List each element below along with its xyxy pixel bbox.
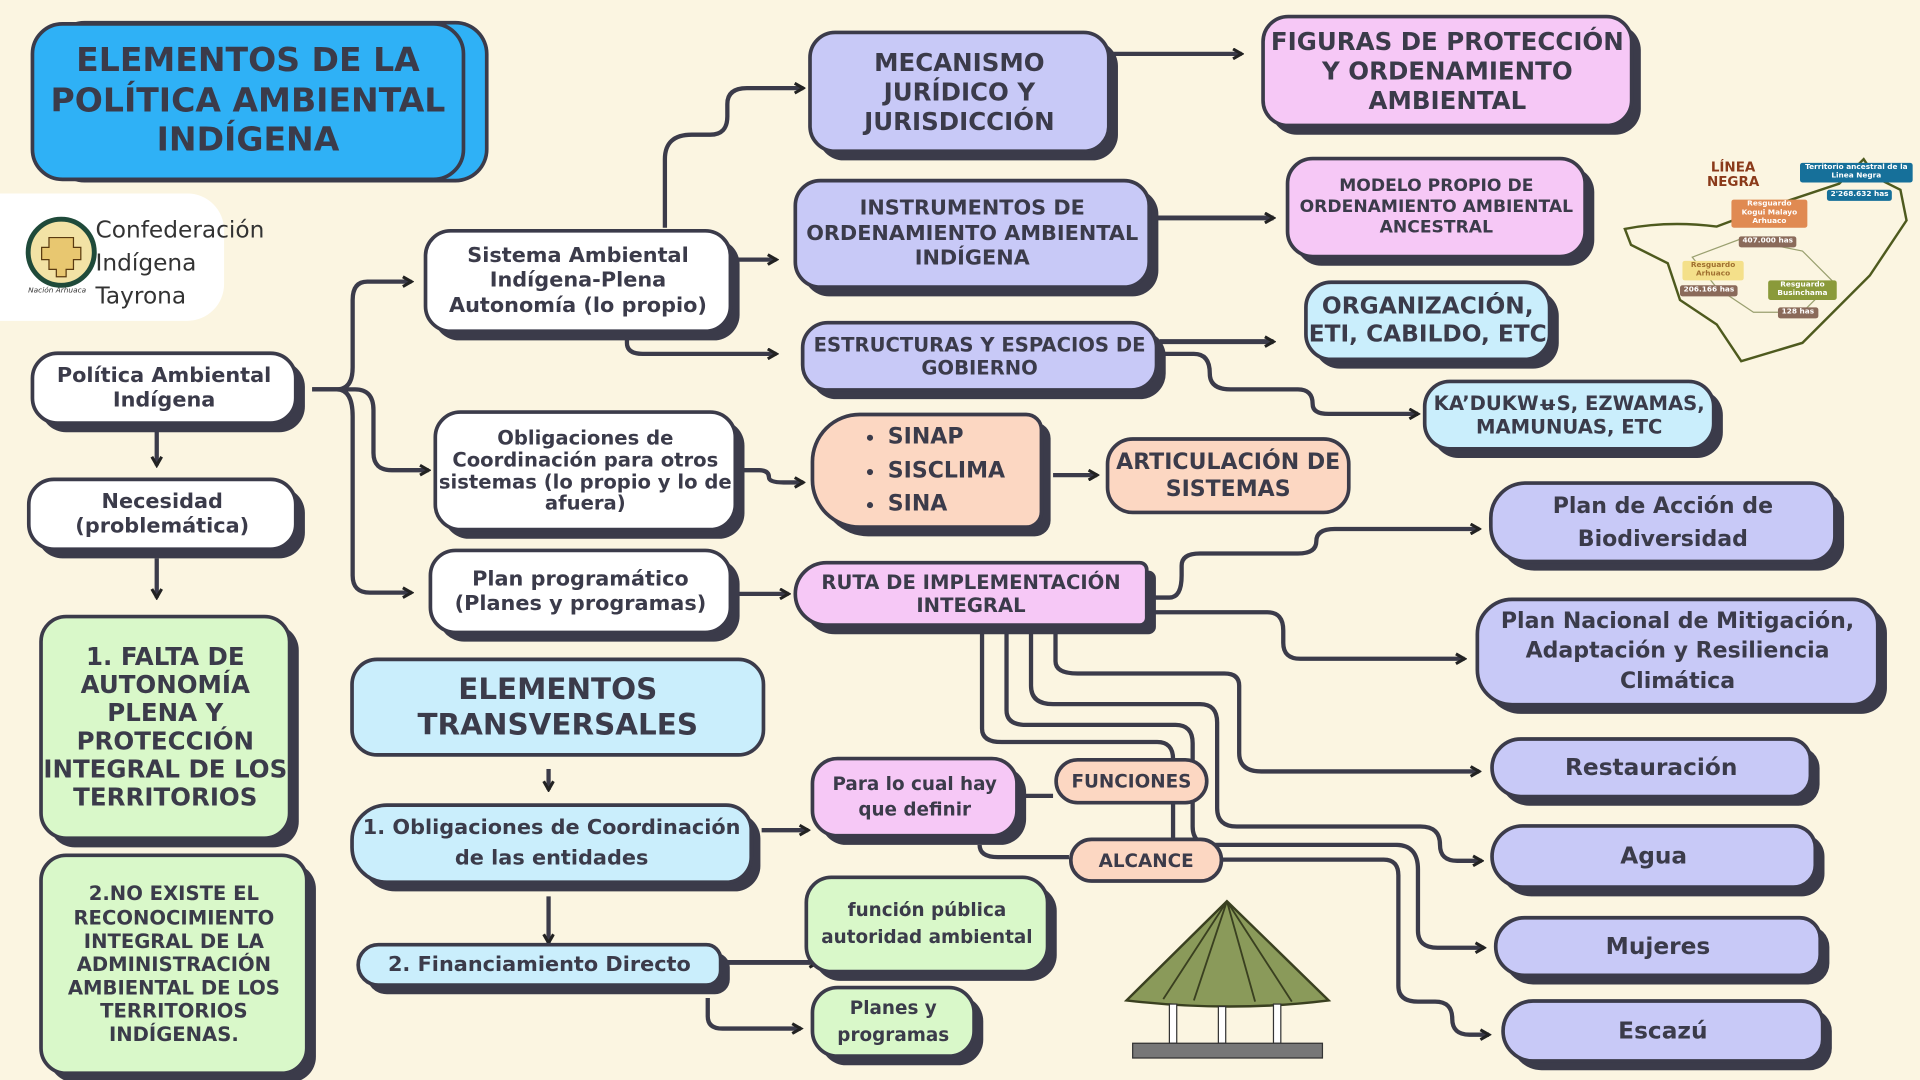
system-item: SINAP xyxy=(888,420,1005,454)
logo-line2: Indígena xyxy=(95,249,197,277)
systems-list: SINAP SISCLIMA SINA xyxy=(814,420,1005,522)
box-label: KA’DUKWʉS, EZWAMAS, MAMUNUAS, ETC xyxy=(1433,391,1705,439)
box-label: Para lo cual hay que definir xyxy=(832,772,997,821)
necesidad-box: Necesidad (problemática) xyxy=(26,477,298,552)
figuras-box: FIGURAS DE PROTECCIÓN Y ORDENAMIENTO AMB… xyxy=(1261,14,1634,128)
box-label: FIGURAS DE PROTECCIÓN Y ORDENAMIENTO AMB… xyxy=(1270,26,1624,116)
box-label: Plan de Acción de Biodiversidad xyxy=(1552,492,1774,552)
box-label: ALCANCE xyxy=(1098,849,1194,872)
obligaciones-entidades-box: 1. Obligaciones de Coordinación de las e… xyxy=(350,803,754,885)
logo-caption: Nación Arhuaca xyxy=(28,286,87,296)
ruta-item-restauracion: Restauración xyxy=(1490,737,1813,799)
sistema-ambiental-box: Sistema Ambiental Indígena-Plena Autonom… xyxy=(423,228,733,334)
box-label: 1. FALTA DE AUTONOMÍA PLENA Y PROTECCIÓN… xyxy=(43,641,288,812)
map-arhuaco-label: Resguardo Arhuaco xyxy=(1682,260,1744,281)
map-outline-icon xyxy=(1623,157,1908,363)
map-territorio-area: 2'268.632 has xyxy=(1826,189,1893,201)
box-label: Mujeres xyxy=(1605,932,1711,960)
ruta-implementacion-box: RUTA DE IMPLEMENTACIÓN INTEGRAL xyxy=(793,560,1149,627)
funciones-box: FUNCIONES xyxy=(1054,757,1209,805)
box-label: Obligaciones de Coordinación para otros … xyxy=(438,426,732,515)
ruta-item-mitigacion: Plan Nacional de Mitigación, Adaptación … xyxy=(1475,597,1880,707)
estructuras-box: ESTRUCTURAS Y ESPACIOS DE GOBIERNO xyxy=(800,320,1159,392)
box-label: ORGANIZACIÓN, ETI, CABILDO, ETC xyxy=(1308,292,1547,348)
hut-illustration xyxy=(1123,899,1332,1059)
box-label: Plan programático (Planes y programas) xyxy=(454,566,707,616)
map-arhuaco-area: 206.166 has xyxy=(1680,285,1738,297)
map-territorio-label: Territorio ancestral de la Linea Negra xyxy=(1800,162,1913,183)
map-title: NEGRA xyxy=(1706,173,1760,190)
box-label: ARTICULACIÓN DE SISTEMAS xyxy=(1116,449,1341,502)
box-label: 2.NO EXISTE EL RECONOCIMIENTO INTEGRAL D… xyxy=(67,882,280,1047)
box-label: Sistema Ambiental Indígena-Plena Autonom… xyxy=(448,243,707,318)
box-label: función pública autoridad ambiental xyxy=(821,899,1033,948)
obligaciones-coordinacion-box: Obligaciones de Coordinación para otros … xyxy=(433,410,738,532)
elementos-transversales-box: ELEMENTOS TRANSVERSALES xyxy=(350,657,766,757)
ruta-item-mujeres: Mujeres xyxy=(1493,915,1823,978)
box-label: INSTRUMENTOS DE ORDENAMIENTO AMBIENTAL I… xyxy=(806,196,1139,271)
arhuaco-emblem-icon xyxy=(25,216,97,288)
page-title: ELEMENTOS DE LA POLÍTICA AMBIENTAL INDÍG… xyxy=(30,22,466,182)
box-label: ESTRUCTURAS Y ESPACIOS DE GOBIERNO xyxy=(813,332,1146,380)
box-label: 2. Financiamiento Directo xyxy=(387,952,691,977)
ruta-item-escazu: Escazú xyxy=(1501,999,1825,1063)
title-text: ELEMENTOS DE LA POLÍTICA AMBIENTAL INDÍG… xyxy=(50,42,446,160)
box-label: 1. Obligaciones de Coordinación de las e… xyxy=(362,814,741,871)
planes-programas-box: Planes y programas xyxy=(810,985,976,1058)
box-label: RUTA DE IMPLEMENTACIÓN INTEGRAL xyxy=(821,570,1121,618)
organizacion-box: ORGANIZACIÓN, ETI, CABILDO, ETC xyxy=(1304,280,1552,362)
box-label: Agua xyxy=(1620,842,1688,870)
sistemas-list-box: SINAP SISCLIMA SINA xyxy=(810,412,1044,529)
logo-line1: Confederación xyxy=(95,216,265,244)
box-label: MECANISMO JURÍDICO Y JURISDICCIÓN xyxy=(864,47,1055,136)
politica-ambiental-box: Política Ambiental Indígena xyxy=(30,351,298,425)
ruta-item-biodiversidad: Plan de Acción de Biodiversidad xyxy=(1488,481,1837,564)
box-label: Necesidad (problemática) xyxy=(75,489,250,539)
system-item: SINA xyxy=(888,488,1005,522)
box-label: MODELO PROPIO DE ORDENAMIENTO AMBIENTAL … xyxy=(1299,176,1574,238)
map-kogui-label: Resguardo Kogui Malayo Arhuaco xyxy=(1731,199,1808,228)
kadukwus-box: KA’DUKWʉS, EZWAMAS, MAMUNUAS, ETC xyxy=(1422,379,1716,451)
ruta-item-agua: Agua xyxy=(1490,824,1818,889)
map-kogui-area: 407.000 has xyxy=(1738,236,1797,248)
system-item: SISCLIMA xyxy=(888,454,1005,488)
no-existe-box: 2.NO EXISTE EL RECONOCIMIENTO INTEGRAL D… xyxy=(39,853,309,1076)
funcion-publica-box: función pública autoridad ambiental xyxy=(804,875,1050,974)
box-label: Plan Nacional de Mitigación, Adaptación … xyxy=(1500,608,1855,694)
box-label: Escazú xyxy=(1618,1017,1708,1044)
map-businchama-label: Resguardo Businchama xyxy=(1768,280,1837,300)
financiamiento-box: 2. Financiamiento Directo xyxy=(356,942,723,987)
modelo-propio-box: MODELO PROPIO DE ORDENAMIENTO AMBIENTAL … xyxy=(1285,156,1587,259)
mecanismo-box: MECANISMO JURÍDICO Y JURISDICCIÓN xyxy=(808,30,1111,154)
articulacion-box: ARTICULACIÓN DE SISTEMAS xyxy=(1105,437,1351,515)
box-label: Planes y programas xyxy=(837,996,950,1046)
map-businchama-area: 128 has xyxy=(1777,307,1818,319)
logo-line3: Tayrona xyxy=(95,282,187,310)
instrumentos-box: INSTRUMENTOS DE ORDENAMIENTO AMBIENTAL I… xyxy=(793,178,1152,289)
plan-programatico-box: Plan programático (Planes y programas) xyxy=(428,548,733,635)
box-label: ELEMENTOS TRANSVERSALES xyxy=(417,671,698,742)
box-label: Política Ambiental Indígena xyxy=(56,363,272,413)
alcance-box: ALCANCE xyxy=(1068,837,1224,883)
falta-autonomia-box: 1. FALTA DE AUTONOMÍA PLENA Y PROTECCIÓN… xyxy=(39,614,292,841)
map-title: LÍNEA xyxy=(1710,159,1756,176)
para-lo-cual-box: Para lo cual hay que definir xyxy=(810,756,1019,838)
box-label: Restauración xyxy=(1565,753,1738,781)
box-label: FUNCIONES xyxy=(1071,770,1192,793)
